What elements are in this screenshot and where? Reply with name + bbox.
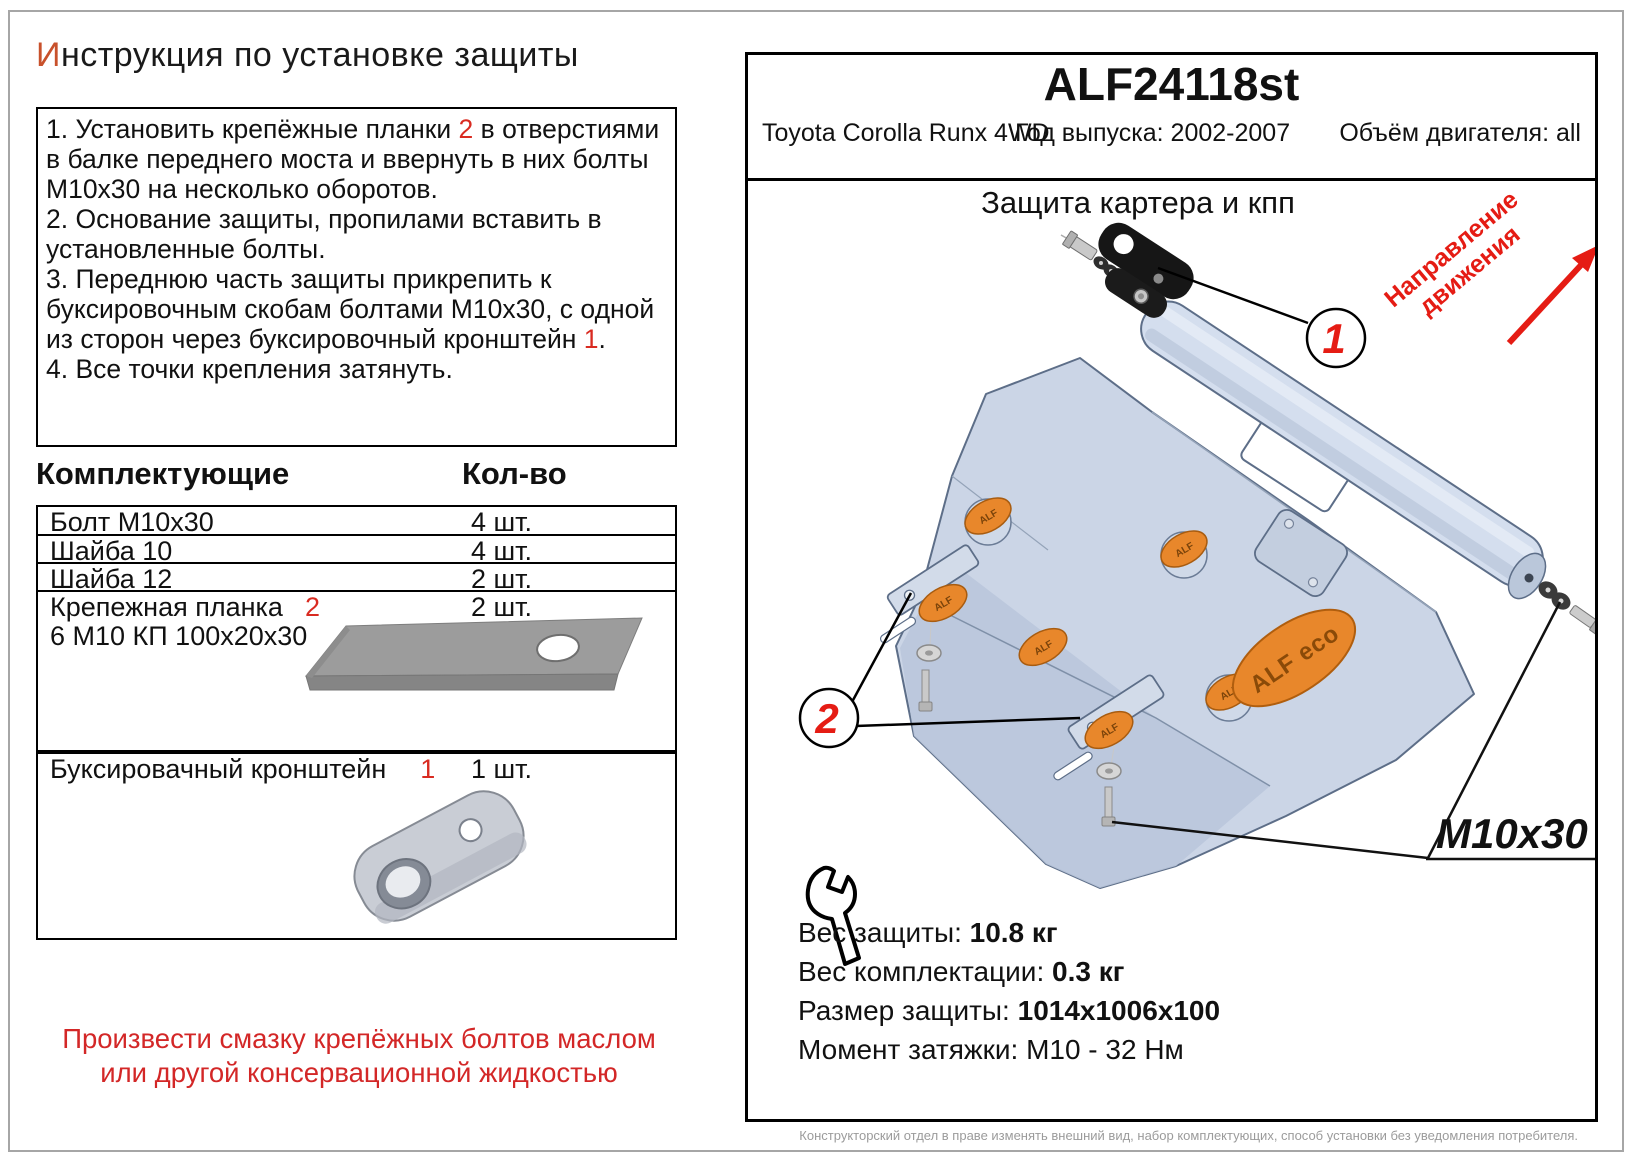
spec-size: Размер защиты: 1014x1006x100	[798, 995, 1221, 1026]
bracket-small-hole	[458, 818, 483, 843]
callout-1: 1	[1305, 307, 1367, 369]
tow-bracket	[1098, 222, 1194, 300]
page-frame	[8, 10, 1624, 1152]
parts-table: Болт М10х30 4 шт. Шайба 10 4 шт. Шайба 1…	[36, 505, 677, 940]
plate-top-face	[304, 617, 643, 677]
access-hatch	[1254, 508, 1348, 598]
title-first-letter: И	[36, 36, 61, 74]
svg-text:1: 1	[1322, 315, 1345, 362]
table-row: Болт М10х30 4 шт.	[50, 507, 533, 537]
bolt	[1569, 605, 1595, 635]
spec-torque: Момент затяжки: М10 - 32 Нм	[798, 1034, 1184, 1065]
washer-bolt-set	[916, 644, 942, 712]
step-2: 2. Основание защиты, пропилами вставить …	[46, 204, 602, 264]
rubber-pad: ALF	[1018, 627, 1068, 667]
table-row: Шайба 10 4 шт.	[38, 534, 675, 565]
callout-2: 2	[798, 687, 860, 749]
rubber-pad: ALF	[918, 583, 968, 623]
rubber-pad: ALF	[1160, 530, 1208, 579]
mounting-plate-image	[304, 617, 643, 691]
bracket-large-hole	[1113, 234, 1134, 255]
direction-arrow	[1506, 246, 1595, 346]
lubrication-note: Произвести смазку крепёжных болтов масло…	[62, 1023, 656, 1088]
ref-mark-2: 2	[458, 114, 474, 144]
plate-ear	[1105, 268, 1167, 318]
spec-kit-weight: Вес комплектации: 0.3 кг	[798, 956, 1125, 987]
beam-end-hardware	[1538, 581, 1595, 635]
vehicle-years: Год выпуска: 2002-2007	[1015, 119, 1291, 147]
vehicle-model: Toyota Corolla Runx 4WD	[762, 119, 1050, 147]
bolt	[1104, 786, 1113, 818]
bolt	[921, 669, 930, 703]
tow-bracket-image	[353, 790, 527, 924]
ref-mark-1: 1	[420, 754, 436, 784]
article-code: ALF24118st	[1043, 58, 1300, 110]
plate-fold-line	[923, 601, 1271, 787]
specs-block: Вес защиты: 10.8 кг Вес комплектации: 0.…	[798, 913, 1220, 1069]
engine-volume: Объём двигателя: all	[1339, 119, 1581, 147]
hatch-screw	[1307, 577, 1319, 588]
panel-header: ALF24118st Toyota Corolla Runx 4WD Год в…	[748, 55, 1595, 181]
parts-title: Комплектующие	[36, 456, 290, 491]
disclaimer: Конструкторский отдел в праве изменять в…	[799, 1128, 1578, 1143]
svg-text:2: 2	[814, 695, 838, 742]
beam-end-hole	[1524, 573, 1534, 583]
plate-front-edge	[305, 673, 619, 691]
skid-plate	[895, 357, 1475, 889]
wrench-icon	[805, 865, 861, 966]
bolt-head	[918, 701, 933, 712]
tow-bracket-assembly	[1060, 222, 1194, 318]
ref-mark-1: 1	[583, 324, 599, 354]
rubber-pad: ALF	[1084, 710, 1134, 750]
direction-label: Направление движения	[1379, 185, 1525, 321]
drawing-title: Защита картера и кпп	[981, 185, 1295, 220]
parts-header: Комплектующие Кол-во	[36, 456, 677, 498]
leader-line-2a	[850, 592, 913, 703]
rubber-pad: ALF	[964, 497, 1012, 546]
plate-slot	[1053, 751, 1093, 781]
svg-text:М10х30: М10х30	[1436, 810, 1588, 857]
spec-weight: Вес защиты: 10.8 кг	[798, 917, 1058, 948]
bracket-small-hole	[1153, 273, 1164, 284]
step-4: 4. Все точки крепления затянуть.	[46, 354, 453, 384]
leader-line-2b	[855, 716, 1081, 728]
plate-left-edge	[306, 626, 350, 678]
hatch-screw	[1283, 518, 1295, 529]
front-beam	[1140, 300, 1547, 600]
step-1: 1. Установить крепёжные планки 2 в отвер…	[46, 114, 660, 204]
page-title: Инструкция по установке защиты	[36, 36, 579, 75]
leader-line-1	[1157, 266, 1309, 325]
step-3: 3. Переднюю часть защиты прикрепить к бу…	[46, 264, 655, 354]
part-spec: 6 М10 КП 100х20х30	[50, 621, 308, 651]
product-panel: ALF24118st Toyota Corolla Runx 4WD Год в…	[745, 52, 1598, 1122]
washer-bolt-set	[1096, 762, 1122, 827]
skid-plate-drawing: Направление движения	[798, 185, 1595, 966]
plate-hole	[536, 633, 580, 663]
bolt-size-label: М10х30	[1111, 601, 1595, 861]
ref-mark-2: 2	[304, 592, 320, 622]
bracket-body	[353, 790, 527, 924]
bolt	[1062, 230, 1098, 261]
table-row: Шайба 12 2 шт.	[38, 562, 675, 593]
plate-slot	[879, 616, 917, 644]
title-rest: нструкция по установке защиты	[60, 36, 579, 74]
installation-steps-box: 1. Установить крепёжные планки 2 в отвер…	[36, 107, 677, 447]
qty-header: Кол-во	[462, 456, 567, 491]
